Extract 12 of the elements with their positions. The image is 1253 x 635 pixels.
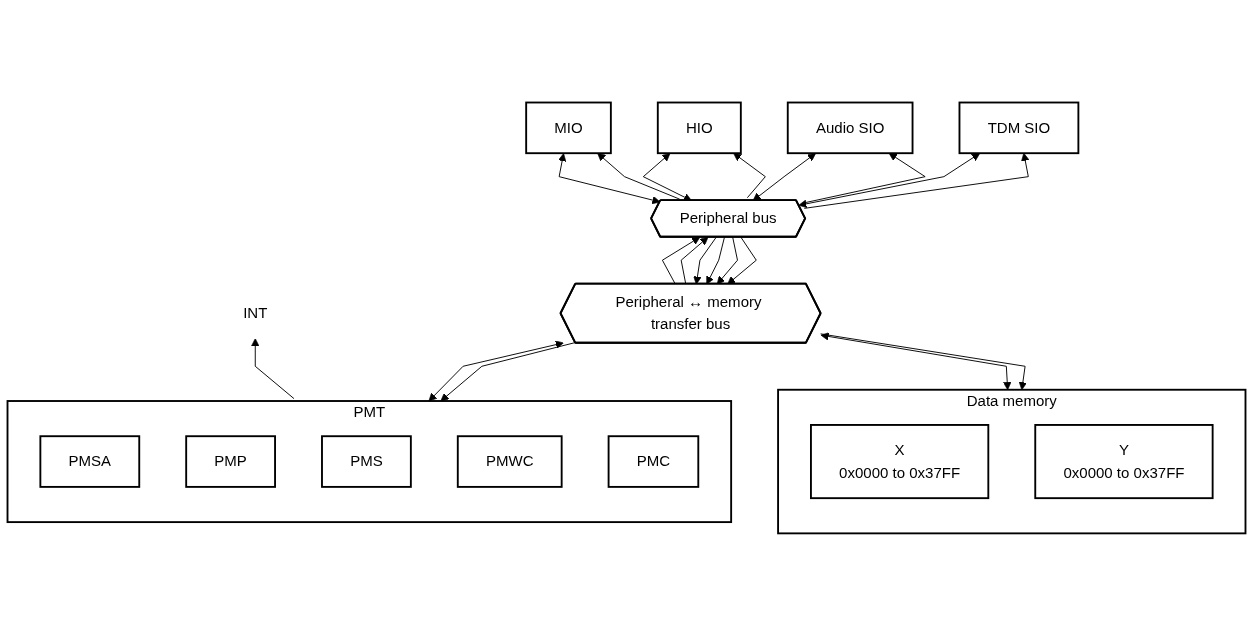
- node-box: Y 0x0000 to 0x37FF: [1034, 423, 1214, 499]
- node-box: PMC: [607, 434, 700, 488]
- node-box: TDM SIO: [958, 101, 1080, 154]
- node-box: HIO: [656, 101, 742, 154]
- node-text: INT: [243, 304, 268, 321]
- node-box: PMWC: [456, 434, 563, 488]
- node-box: Audio SIO: [786, 101, 914, 154]
- node-box: X 0x0000 to 0x37FF: [810, 423, 990, 499]
- node-box: PMP: [185, 434, 276, 488]
- node-box: PMSA: [39, 434, 141, 488]
- node-box: PMS: [321, 434, 412, 488]
- node-box: MIO: [525, 101, 612, 154]
